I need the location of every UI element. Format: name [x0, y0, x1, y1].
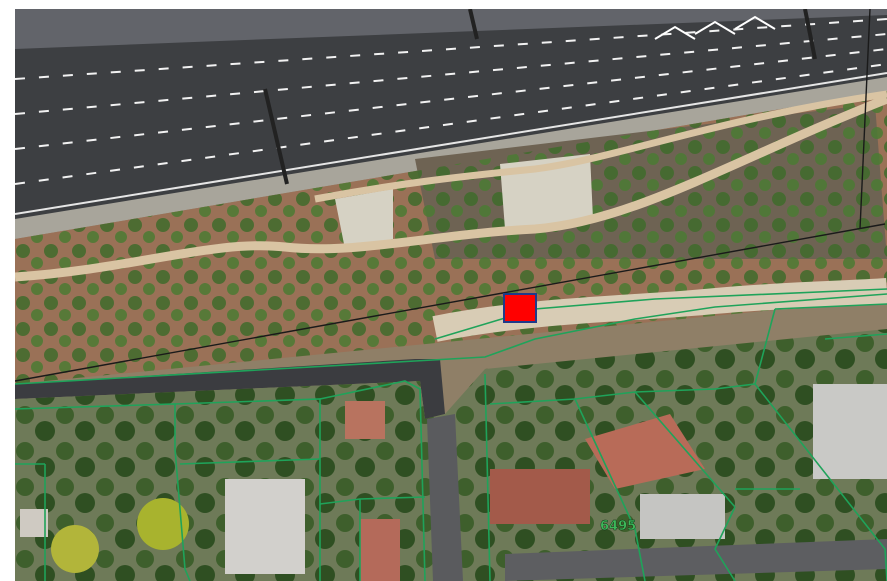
building-roof: [585, 414, 705, 489]
building-roof: [813, 384, 887, 479]
building-roof: [360, 519, 400, 581]
location-marker[interactable]: [503, 293, 537, 323]
building-roof: [225, 479, 305, 574]
highway-shoulder: [15, 9, 887, 49]
power-pylons: [263, 9, 817, 185]
lane-markings: [15, 18, 887, 185]
building-roof: [20, 509, 48, 537]
yellow-tree: [51, 525, 99, 573]
park-path: [15, 94, 887, 282]
side-street: [505, 539, 887, 581]
side-street: [427, 414, 463, 581]
reference-line: [859, 9, 871, 230]
local-road: [15, 359, 445, 419]
highway-edge-line: [15, 72, 887, 215]
yellow-tree: [137, 498, 189, 550]
map-view[interactable]: 6495: [15, 9, 887, 581]
highway: [15, 9, 887, 224]
parcel-lines: [15, 288, 887, 581]
building-roof: [345, 401, 385, 439]
building-roof: [490, 469, 590, 524]
parcel-label: 6495: [600, 519, 636, 534]
reference-line: [15, 223, 886, 382]
park-path-upper: [314, 90, 887, 203]
chevron-markings: [654, 15, 776, 40]
aerial-map: 6495: [15, 9, 887, 581]
building-roof: [640, 494, 725, 539]
sand-court-1: [335, 189, 393, 249]
